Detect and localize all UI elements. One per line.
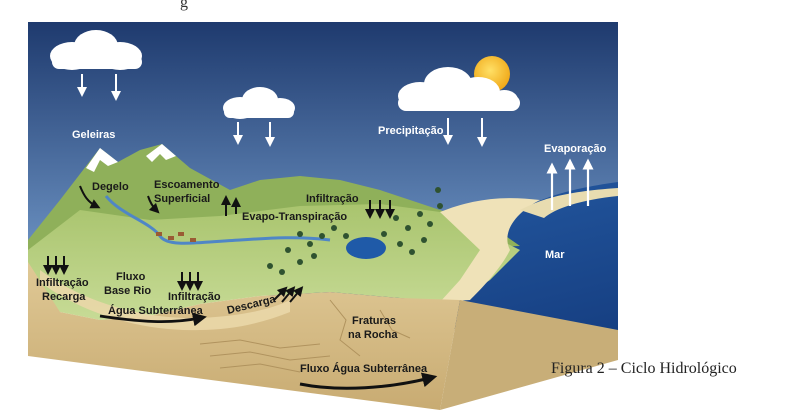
label-mar: Mar — [545, 249, 565, 261]
beach — [440, 198, 540, 302]
snow-caps — [86, 144, 176, 172]
top-text-fragment: g — [180, 0, 188, 11]
rain-arrows — [77, 74, 487, 147]
label-infiltracao-top: Infiltração — [306, 193, 359, 205]
label-evaporacao: Evaporação — [544, 143, 607, 155]
label-infiltracao-recarga-2: Recarga — [42, 291, 86, 303]
trees — [267, 187, 443, 275]
label-geleiras: Geleiras — [72, 129, 115, 141]
label-escoamento-2: Superficial — [154, 193, 210, 205]
label-fraturas-2: na Rocha — [348, 329, 398, 341]
cloud-left — [50, 30, 142, 70]
cloud-right — [398, 67, 520, 111]
river — [104, 195, 331, 245]
houses — [156, 232, 196, 242]
label-degelo: Degelo — [92, 181, 129, 193]
soil-cross-section — [28, 262, 460, 410]
label-fluxo-agua: Fluxo Água Subterrânea — [300, 362, 428, 375]
label-agua-subterranea: Água Subterrânea — [108, 304, 204, 317]
label-escoamento-1: Escoamento — [154, 179, 220, 191]
figure-caption: Figura 2 – Ciclo Hidrológico — [551, 360, 737, 377]
land-surface — [28, 204, 520, 320]
rock-texture — [199, 299, 411, 373]
aquifer-band — [40, 270, 290, 331]
evaporation-arrows — [546, 158, 594, 210]
label-fluxo-base-2: Base Rio — [104, 285, 151, 297]
process-arrows — [43, 185, 438, 390]
lake — [346, 237, 386, 259]
label-infiltracao-mid: Infiltração — [168, 291, 221, 303]
label-infiltracao-recarga-1: Infiltração — [36, 277, 89, 289]
label-fluxo-base-1: Fluxo — [116, 271, 146, 283]
cloud-middle — [223, 87, 295, 119]
label-fraturas-1: Fraturas — [352, 315, 396, 327]
label-evapo: Evapo-Transpiração — [242, 211, 347, 223]
label-precipitacao: Precipitação — [378, 125, 444, 137]
sea-side-face — [440, 300, 618, 410]
